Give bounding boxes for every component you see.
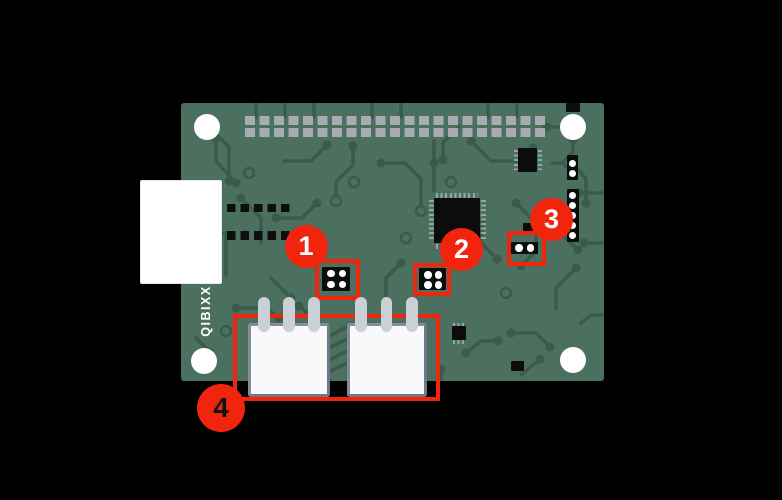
- chip-pin-strip: [428, 200, 434, 241]
- jumper-block-2: [419, 268, 446, 290]
- smd-component: [511, 361, 524, 371]
- jumper-block-3: [511, 241, 538, 254]
- relay-pin: [355, 296, 367, 332]
- relay: [347, 322, 427, 397]
- callout-1-badge: 1: [284, 225, 328, 268]
- smd-pad-row: [227, 231, 290, 240]
- side-connector: [140, 180, 222, 284]
- relay-pin: [308, 296, 320, 332]
- relay-pin: [283, 296, 295, 332]
- pin-header-2: [566, 154, 578, 180]
- relay-pin: [258, 296, 270, 332]
- jumper-block-1: [321, 266, 350, 291]
- brand-text: QIBIXX: [199, 285, 213, 337]
- callout-2-highlight: [413, 262, 451, 296]
- relay-pin: [406, 296, 418, 332]
- chip-pin-strip: [480, 200, 486, 241]
- mounting-hole: [560, 114, 586, 140]
- jumper-pin: [515, 244, 523, 252]
- mounting-hole: [191, 348, 217, 374]
- chip-pin-strip: [513, 150, 518, 170]
- callout-4-badge: 4: [197, 384, 245, 432]
- callout-3-highlight: [507, 230, 546, 266]
- header-pin: [569, 202, 577, 209]
- aux-chip: [518, 148, 537, 172]
- jumper-pin: [338, 269, 347, 278]
- chip-pin-strip: [537, 150, 542, 170]
- gpio-pad-row: [245, 127, 546, 137]
- relay: [248, 322, 330, 397]
- jumper-pin: [327, 280, 335, 289]
- jumper-pin: [424, 271, 432, 279]
- mounting-hole: [193, 114, 220, 140]
- chip-pin-strip: [453, 340, 465, 344]
- jumper-pin: [338, 280, 347, 289]
- header-pin: [569, 192, 577, 199]
- jumper-pin: [434, 271, 442, 279]
- jumper-pin: [424, 281, 432, 289]
- callout-3-badge: 3: [530, 197, 573, 241]
- relay-pin: [380, 296, 393, 332]
- jumper-pin: [526, 244, 534, 252]
- callout-2-badge: 2: [440, 228, 483, 271]
- tiny-chip: [452, 326, 466, 340]
- callout-4-highlight: [233, 314, 440, 401]
- chip-pin-strip: [436, 192, 478, 198]
- smd-component: [566, 103, 580, 112]
- mounting-hole: [559, 347, 586, 373]
- header-pin: [569, 232, 577, 239]
- jumper-pin: [434, 281, 442, 289]
- smd-pad-row: [227, 203, 290, 212]
- smd-component: [523, 223, 534, 231]
- jumper-pin: [327, 269, 335, 278]
- chip-pin-strip: [453, 322, 465, 326]
- header-pin: [568, 170, 576, 177]
- callout-1-highlight: [315, 259, 360, 300]
- header-pin: [568, 160, 576, 167]
- gpio-pad-row: [245, 115, 546, 125]
- header-pin: [569, 222, 577, 229]
